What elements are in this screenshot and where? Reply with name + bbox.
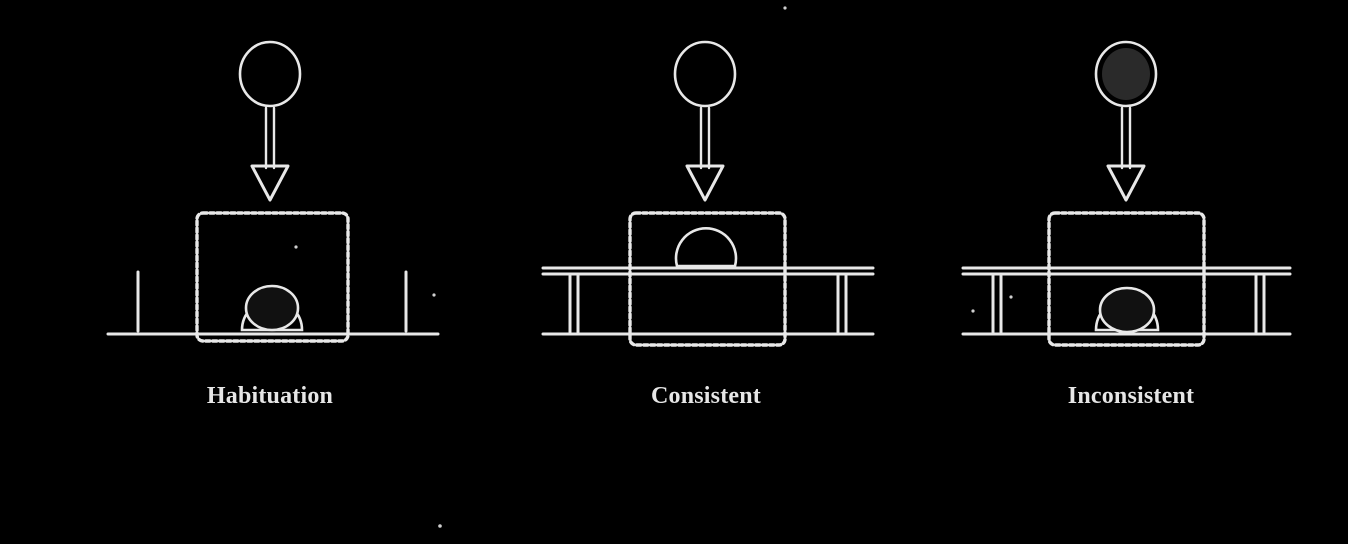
occluder-screen — [195, 211, 350, 343]
panel-label: Consistent — [651, 383, 761, 409]
resting-ball — [240, 284, 304, 332]
resting-ball — [1094, 286, 1160, 334]
panel-label: Habituation — [207, 383, 333, 409]
floor-surface — [106, 270, 440, 336]
shelf-surface — [541, 266, 875, 336]
occluder-screen — [628, 211, 787, 347]
occluder-screen — [1047, 211, 1206, 347]
panel-consistent: Consistent — [541, 40, 875, 409]
dropping-ball — [1094, 40, 1158, 108]
drop-arrow-icon — [250, 106, 290, 202]
drop-arrow-icon — [685, 106, 725, 202]
panel-label: Inconsistent — [1068, 383, 1194, 409]
panel-inconsistent: Inconsistent — [961, 40, 1292, 409]
dropping-ball — [238, 40, 302, 108]
panel-habituation: Habituation — [106, 40, 440, 409]
dropping-ball — [673, 40, 737, 108]
resting-ball — [674, 227, 738, 268]
shelf-surface — [961, 266, 1292, 336]
drop-arrow-icon — [1106, 106, 1146, 202]
